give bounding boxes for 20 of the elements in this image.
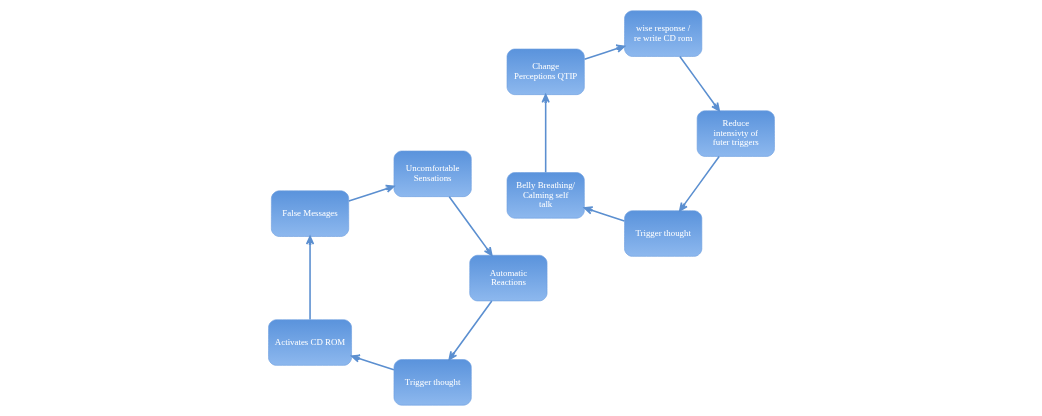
node-box: Reduce intensivty of futer triggers <box>696 110 775 157</box>
arrow <box>447 195 493 257</box>
node-box: Trigger thought <box>393 359 472 406</box>
node-box: wise response / re write CD rom <box>623 10 702 57</box>
arrow <box>583 44 625 60</box>
arrow <box>678 155 720 212</box>
node-box: Automatic Reactions <box>468 254 547 302</box>
arrow <box>350 354 395 371</box>
arrow <box>447 300 493 361</box>
node-box: Uncomfortable Sensations <box>393 150 472 197</box>
node-box: Change Perceptions QTIP <box>506 48 585 95</box>
arrow <box>583 206 625 222</box>
arrow <box>540 93 550 174</box>
node-box: Belly Breathing/ Calming self talk <box>506 172 585 219</box>
arrow <box>347 184 395 202</box>
arrow <box>305 235 314 321</box>
arrow <box>678 55 720 112</box>
node-box: Trigger thought <box>623 210 702 257</box>
node-box: Activates CD ROM <box>267 319 352 366</box>
node-box: False Messages <box>270 190 349 237</box>
